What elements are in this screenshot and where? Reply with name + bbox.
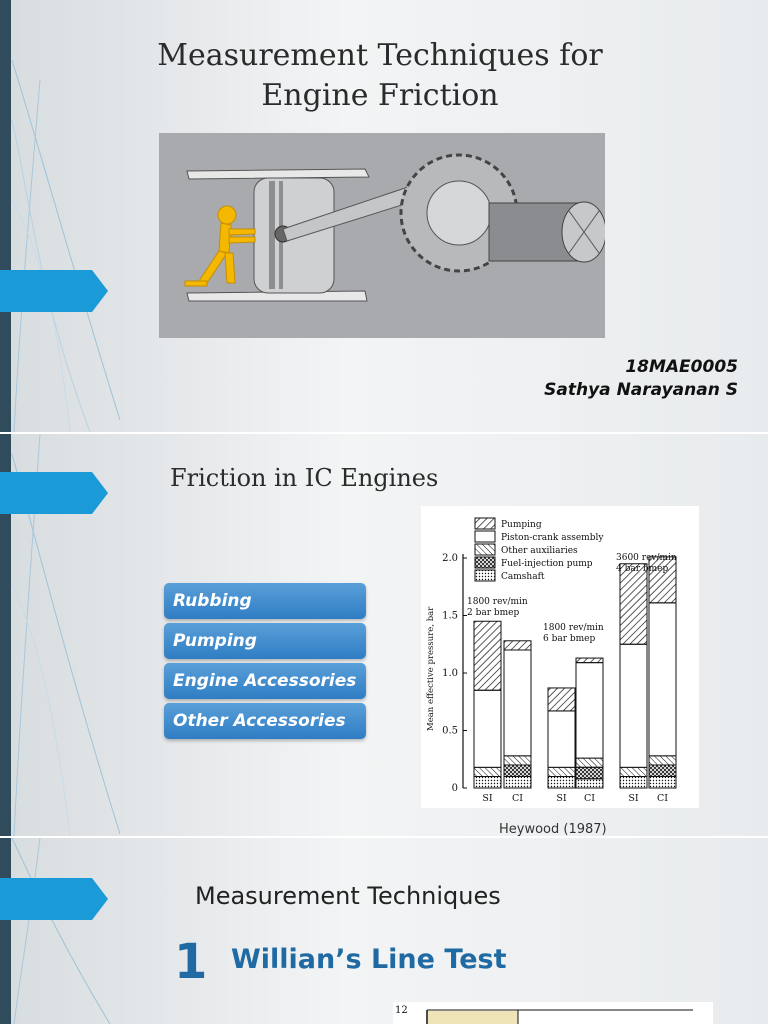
y-tick-label: 1.0 [442,668,458,679]
bar-segment-fuel-injection-pump [503,764,532,777]
step-title: Willian’s Line Test [231,944,507,975]
legend-swatch [474,569,496,582]
graph-shaded-region [428,1011,518,1024]
bar-segment-piston-crank-assembly [547,710,576,768]
bar-segment-piston-crank-assembly [503,649,532,757]
bar-segment-piston-crank-assembly [575,662,604,759]
step-number: 1 [174,934,208,990]
bar-segment-pumping [648,556,677,604]
bar-segment-other-auxiliaries [619,766,648,777]
legend-swatch [474,530,496,543]
group-label-load: 6 bar bmep [543,634,595,644]
bar-segment-camshaft [473,776,502,789]
item-pumping: Pumping [164,623,366,659]
bar-segment-other-auxiliaries [503,755,532,766]
legend-label: Pumping [501,520,542,530]
bar-segment-pumping [473,620,502,691]
left-bar [0,434,11,836]
legend-swatch [474,517,496,530]
bar-segment-piston-crank-assembly [473,689,502,768]
bar-segment-camshaft [648,776,677,789]
willans-graph: 12 [393,1002,713,1024]
bar-segment-camshaft [619,776,648,789]
x-tick-label: CI [512,793,523,804]
x-tick-label: SI [556,793,567,804]
slide-title-text: Measurement Techniques for Engine Fricti… [120,36,640,116]
legend-label: Piston-crank assembly [501,533,604,543]
slide-friction: Friction in IC Engines Rubbing Pumping E… [0,434,768,836]
bar-segment-other-auxiliaries [575,757,604,768]
decorative-streaks [11,59,120,432]
bar-segment-other-auxiliaries [547,766,576,777]
y-tick-label: 2.0 [442,553,458,564]
item-pumping-label: Pumping [173,631,257,651]
x-tick-label: SI [628,793,639,804]
arrow-marker [0,878,108,920]
slide-divider [0,432,768,434]
x-tick-label: SI [482,793,493,804]
arrow-marker [0,270,108,312]
author-id: 18MAE0005 [625,357,738,377]
left-bar [0,0,11,432]
bar-segment-pumping [503,640,532,651]
legend-label: Camshaft [501,572,545,582]
bar-segment-camshaft [503,776,532,789]
figure-caption: Heywood (1987) [499,822,607,836]
group-label-load: 4 bar bmep [616,564,668,574]
slide-divider [0,836,768,838]
group-label-speed: 1800 rev/min [543,623,604,633]
left-bar [0,838,11,1024]
bar-segment-camshaft [547,776,576,789]
slide-measurement: Measurement Techniques 1 Willian’s Line … [0,838,768,1024]
bar-segment-fuel-injection-pump [575,766,604,780]
bar-segment-other-auxiliaries [473,766,502,777]
bar-segment-piston-crank-assembly [648,602,677,757]
legend-swatch [474,556,496,569]
group-label-load: 2 bar bmep [467,608,519,618]
legend-label: Other auxiliaries [501,546,578,556]
bar-segment-fuel-injection-pump [648,764,677,777]
item-other-accessories-label: Other Accessories [173,711,346,731]
legend-label: Fuel-injection pump [501,559,593,569]
item-rubbing: Rubbing [164,583,366,619]
item-engine-accessories: Engine Accessories [164,663,366,699]
engine-illustration [159,133,607,338]
author-name: Sathya Narayanan S [544,380,738,400]
bar-segment-camshaft [575,778,604,789]
slide-3-title: Measurement Techniques [195,882,501,910]
bar-segment-pumping [547,687,576,712]
graph-tick-label: 12 [395,1005,408,1016]
title-line-2: Engine Friction [261,78,499,113]
y-tick-label: 0.5 [442,726,458,737]
group-label-speed: 1800 rev/min [467,597,528,607]
group-label-speed: 3600 rev/min [616,553,677,563]
bar-segment-pumping [575,657,604,664]
slide-title: Measurement Techniques for Engine Fricti… [0,0,768,432]
legend-swatch [474,543,496,556]
item-engine-accessories-label: Engine Accessories [173,671,357,691]
y-tick-label: 1.5 [442,611,458,622]
x-tick-label: CI [584,793,595,804]
y-axis-label: Mean effective pressure, bar [426,606,436,731]
arrow-marker [0,472,108,514]
y-tick-label: 0 [452,783,458,794]
item-other-accessories: Other Accessories [164,703,366,739]
x-tick-label: CI [657,793,668,804]
bar-segment-other-auxiliaries [648,755,677,766]
bar-segment-piston-crank-assembly [619,643,648,768]
decorative-streaks [11,838,111,1024]
bar-segment-pumping [619,563,648,645]
title-line-1: Measurement Techniques for [157,38,603,73]
slide-2-title: Friction in IC Engines [170,464,439,492]
item-rubbing-label: Rubbing [173,591,252,611]
